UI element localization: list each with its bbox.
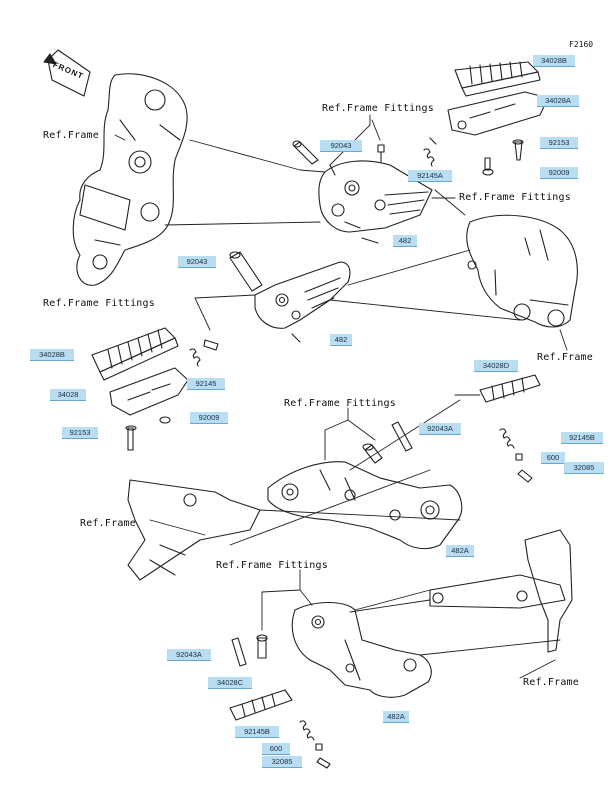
footpeg-top-right <box>447 61 549 136</box>
washer-92009-left <box>159 416 171 424</box>
bolt-large-mid <box>362 443 383 464</box>
ref-frame-bottom-right: Ref.Frame <box>523 677 579 688</box>
detent-600-right <box>515 453 523 461</box>
part-tag-92145B-bottom[interactable]: 92145B <box>235 726 279 738</box>
ref-frame-fittings-left: Ref.Frame Fittings <box>43 298 155 309</box>
part-tag-92043A-bottom[interactable]: 92043A <box>167 649 211 661</box>
figure-code: F2160 <box>569 40 594 49</box>
spring-92145B-right <box>499 428 515 449</box>
pin-32085-right <box>517 469 533 483</box>
part-tag-34028[interactable]: 34028 <box>50 389 86 401</box>
frame-right-upper <box>466 214 578 328</box>
part-tag-34028B-top[interactable]: 34028B <box>533 55 575 67</box>
part-tag-92145B-right[interactable]: 92145B <box>561 432 603 444</box>
footpeg-left <box>91 327 189 416</box>
leader-lines <box>114 114 568 679</box>
part-tag-32085-bottom[interactable]: 32085 <box>262 756 302 768</box>
footpeg-bottom-34028C <box>229 689 293 721</box>
spring-92145B-bottom <box>299 720 315 741</box>
part-tag-92043-mid[interactable]: 92043 <box>178 256 216 268</box>
pin-92043A-bottom <box>231 637 247 667</box>
frame-lower-left <box>127 479 261 581</box>
part-tag-482A-bottom[interactable]: 482A <box>383 711 409 723</box>
ref-frame-lower-left: Ref.Frame <box>80 518 136 529</box>
part-tag-92009-top[interactable]: 92009 <box>540 167 578 179</box>
rear-set-bracket-bottom <box>291 602 432 698</box>
part-tag-92043-top[interactable]: 92043 <box>320 140 362 152</box>
ref-frame-fittings-top-right: Ref.Frame Fittings <box>459 192 571 203</box>
pin-92043-top <box>292 140 319 165</box>
bolt-482-mid <box>291 333 301 343</box>
part-tag-34028A[interactable]: 34028A <box>537 95 579 107</box>
bolt-482-top <box>377 144 385 163</box>
ref-frame-fittings-bottom: Ref.Frame Fittings <box>216 560 328 571</box>
part-tag-34028C[interactable]: 34028C <box>208 677 252 689</box>
pin-92153-left <box>125 425 137 451</box>
bolt-left-small <box>203 339 219 351</box>
part-tag-600-right[interactable]: 600 <box>541 452 565 464</box>
detent-600-bottom <box>315 743 323 751</box>
part-tag-92009-left[interactable]: 92009 <box>190 412 228 424</box>
pin-92153-top <box>512 139 524 161</box>
rear-set-bracket-center <box>267 461 463 550</box>
ref-frame-top-left: Ref.Frame <box>43 130 99 141</box>
part-tag-600-bottom[interactable]: 600 <box>262 743 290 755</box>
frame-lower-right <box>429 529 573 653</box>
pin-92043A-mid <box>391 421 413 452</box>
front-arrow-icon <box>43 49 91 97</box>
part-tag-482-top[interactable]: 482 <box>393 235 417 247</box>
part-tag-92153-left[interactable]: 92153 <box>62 427 98 439</box>
washer-92009-top <box>482 157 494 176</box>
frame-casting-top-left <box>72 73 188 286</box>
footpeg-bracket-mid <box>254 261 351 329</box>
spring-92145 <box>189 348 201 367</box>
pin-32085-bottom <box>316 757 331 769</box>
part-tag-92145[interactable]: 92145 <box>187 378 225 390</box>
bolt-large-bottom <box>256 634 268 659</box>
part-tag-34028D[interactable]: 34028D <box>474 360 518 372</box>
pin-92043-mid <box>229 251 263 292</box>
bolt-482-mid-top <box>361 237 379 244</box>
part-tag-482A-mid[interactable]: 482A <box>446 545 474 557</box>
ref-frame-fittings-mid: Ref.Frame Fittings <box>284 398 396 409</box>
part-tag-32085-right[interactable]: 32085 <box>564 462 604 474</box>
spring-92145A <box>423 137 437 167</box>
part-tag-34028B-left[interactable]: 34028B <box>30 349 74 361</box>
part-tag-92043A-mid[interactable]: 92043A <box>419 423 461 435</box>
part-tag-92153-top[interactable]: 92153 <box>540 137 578 149</box>
footpeg-right-34028D <box>479 374 541 403</box>
part-tag-92145A[interactable]: 92145A <box>408 170 452 182</box>
ref-frame-fittings-top: Ref.Frame Fittings <box>322 103 434 114</box>
part-tag-482-mid[interactable]: 482 <box>330 334 352 346</box>
ref-frame-right: Ref.Frame <box>537 352 593 363</box>
footpeg-bracket-top <box>318 160 433 233</box>
